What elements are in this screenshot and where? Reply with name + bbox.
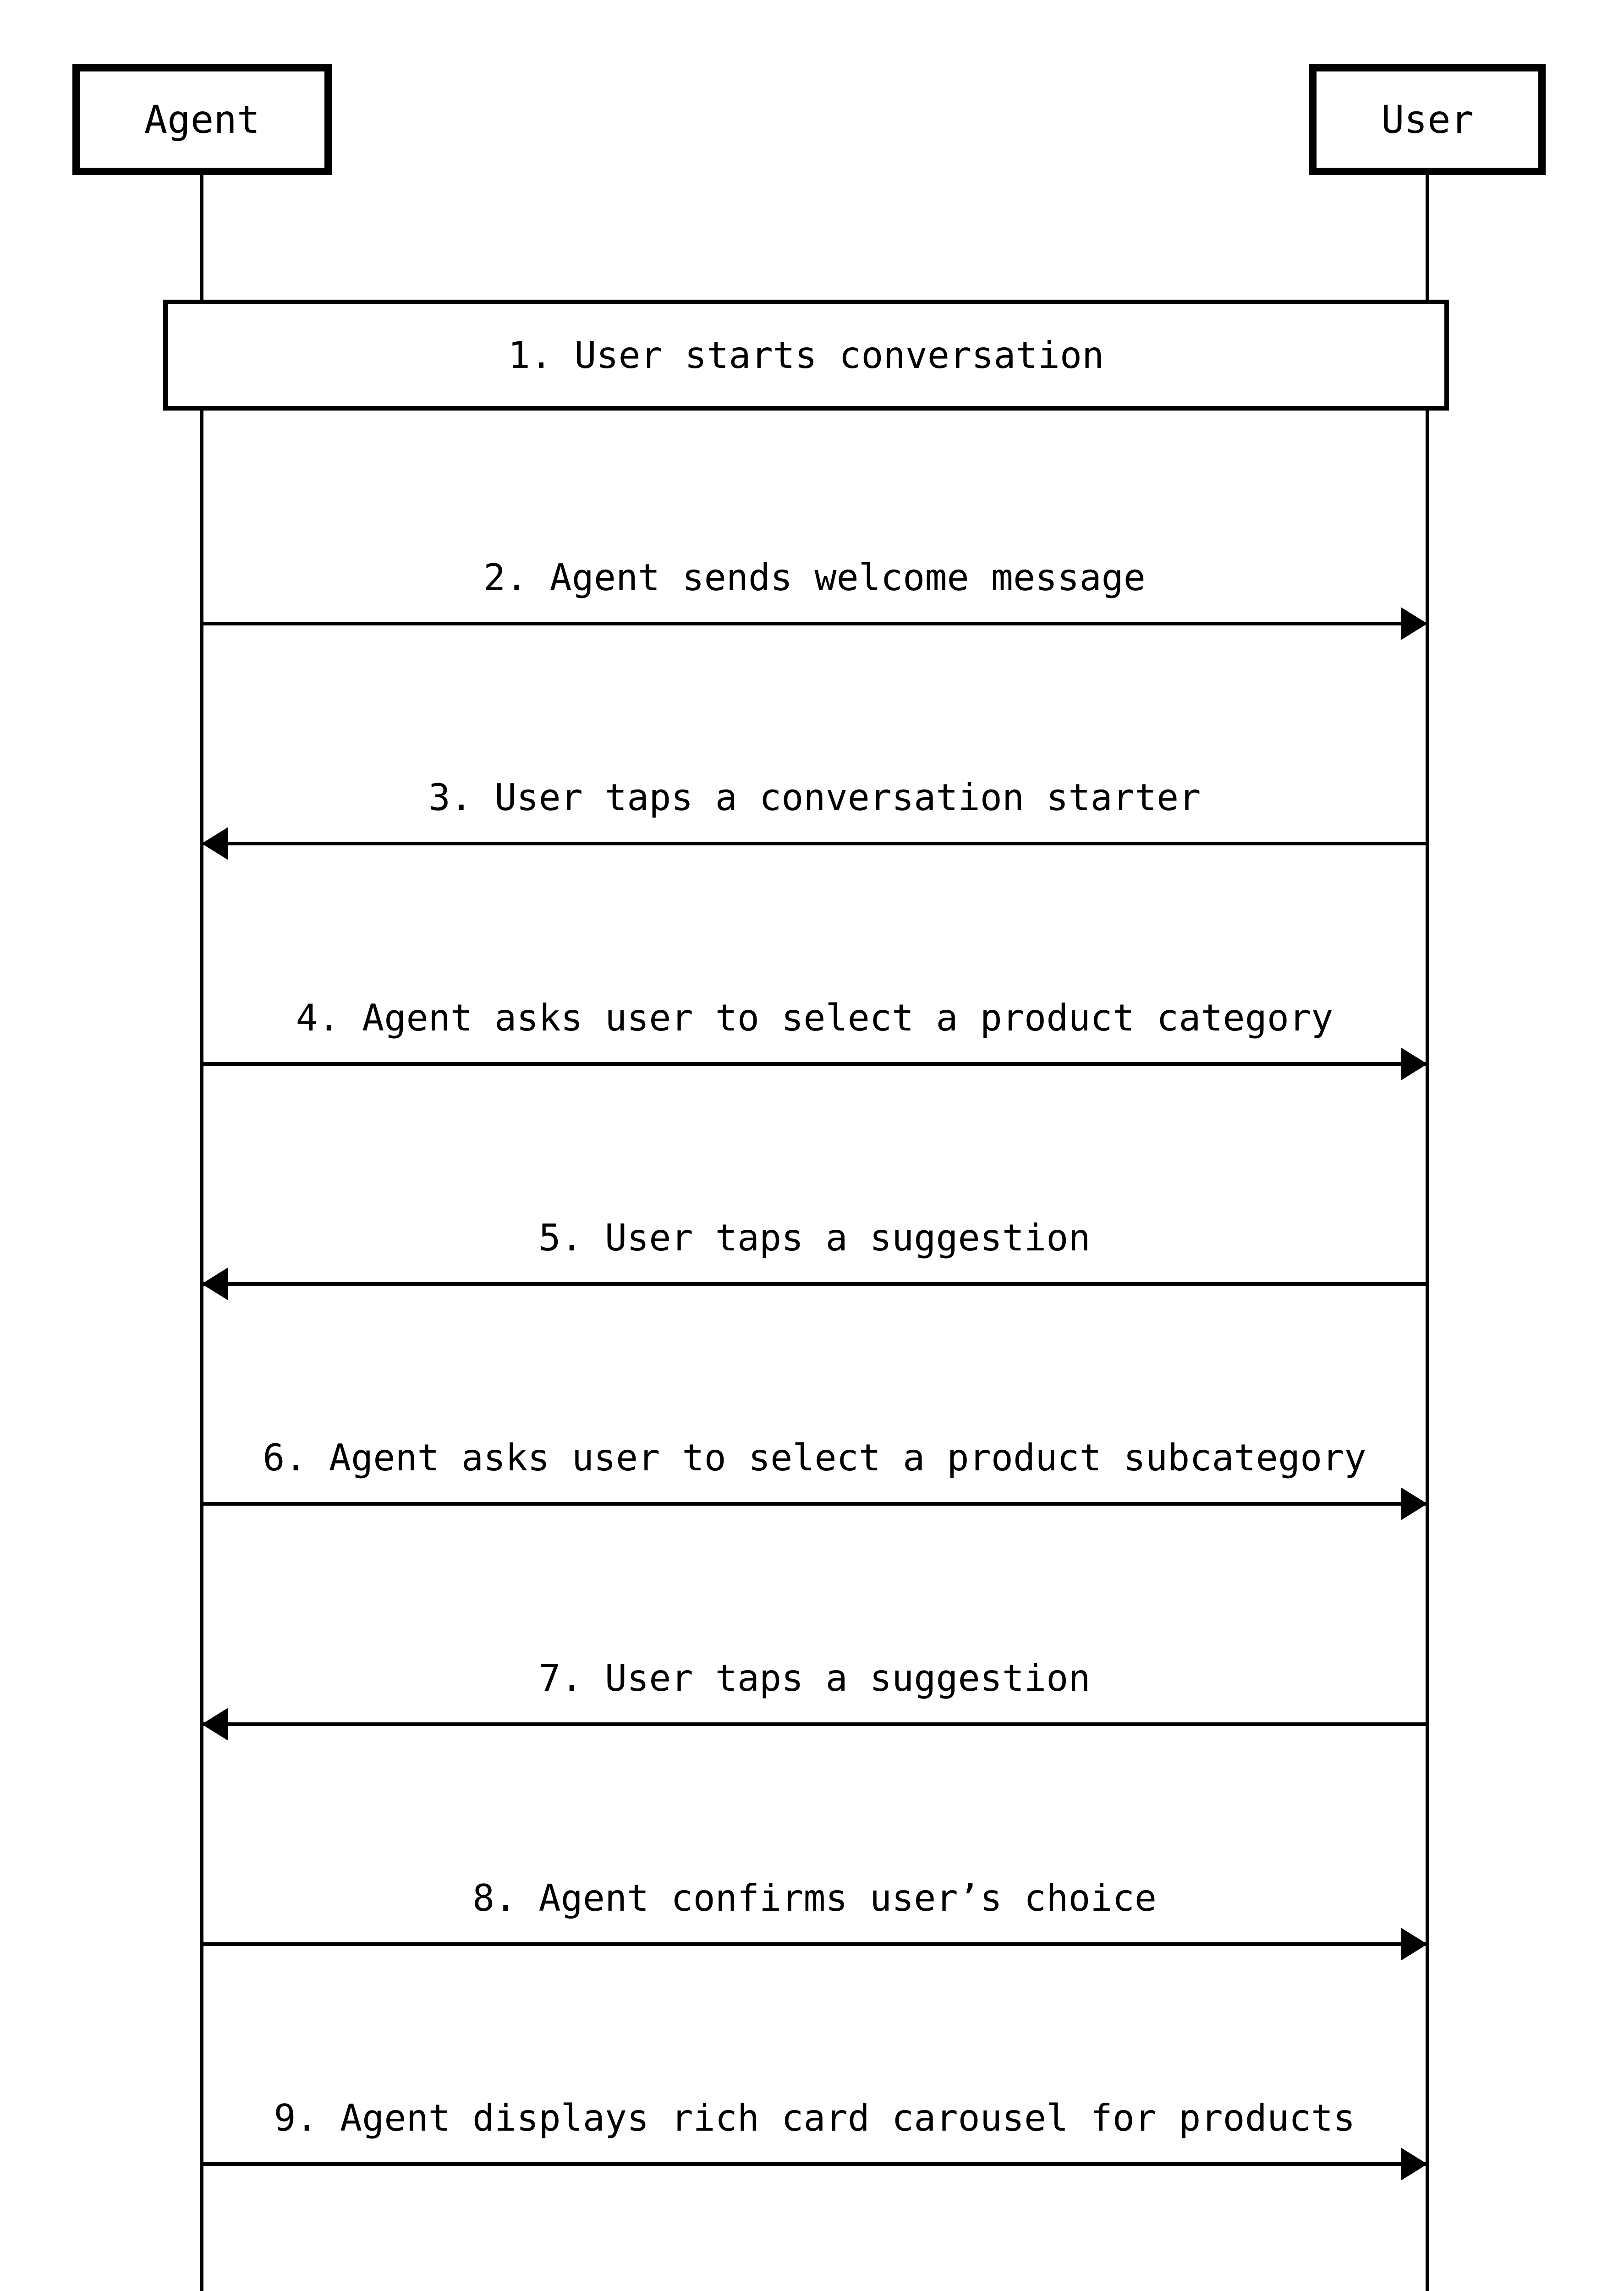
arrow-shaft — [202, 1722, 1427, 1726]
arrowhead-right-icon — [1401, 1928, 1427, 1961]
message-arrow — [202, 827, 1427, 860]
message-label: 10. User selects a product — [202, 2231, 1427, 2291]
arrowhead-right-icon — [1401, 2148, 1427, 2181]
arrowhead-left-icon — [202, 1267, 228, 1300]
message-arrow — [202, 2148, 1427, 2181]
actor-box-agent-top: Agent — [72, 64, 332, 175]
arrow-shaft — [202, 842, 1427, 845]
message-arrow — [202, 1487, 1427, 1520]
arrowhead-right-icon — [1401, 607, 1427, 640]
note-label: 1. User starts conversation — [508, 334, 1104, 377]
message-label: 4. Agent asks user to select a product c… — [296, 997, 1333, 1039]
message-label: 5. User taps a suggestion — [538, 1217, 1091, 1259]
arrowhead-left-icon — [202, 827, 228, 860]
message-label: 2. Agent sends welcome message — [483, 556, 1146, 599]
message-arrow — [202, 607, 1427, 640]
message-label: 8. Agent confirms user’s choice — [472, 1877, 1157, 1919]
lifeline-agent — [200, 174, 203, 2291]
lifeline-user — [1426, 174, 1429, 2291]
message-label: 7. User taps a suggestion — [538, 1657, 1091, 1699]
message-arrow — [202, 1267, 1427, 1300]
arrowhead-right-icon — [1401, 1487, 1427, 1520]
message-label: 6. Agent asks user to select a product s… — [263, 1436, 1366, 1479]
actor-box-user-top: User — [1309, 64, 1546, 175]
arrowhead-left-icon — [202, 1708, 228, 1741]
arrow-shaft — [202, 2162, 1427, 2166]
arrow-shaft — [202, 1502, 1427, 1506]
arrow-shaft — [202, 1282, 1427, 1286]
arrow-shaft — [202, 1062, 1427, 1066]
arrow-shaft — [202, 622, 1427, 625]
actor-label: User — [1381, 97, 1474, 142]
note-banner: 1. User starts conversation — [163, 300, 1449, 411]
message-label: 9. Agent displays rich card carousel for… — [274, 2097, 1355, 2139]
arrowhead-right-icon — [1401, 1047, 1427, 1080]
message-arrow — [202, 1047, 1427, 1080]
actor-label: Agent — [144, 97, 260, 142]
message-arrow — [202, 1928, 1427, 1961]
message-label: 3. User taps a conversation starter — [428, 776, 1201, 819]
arrow-shaft — [202, 1942, 1427, 1946]
message-arrow — [202, 1708, 1427, 1741]
